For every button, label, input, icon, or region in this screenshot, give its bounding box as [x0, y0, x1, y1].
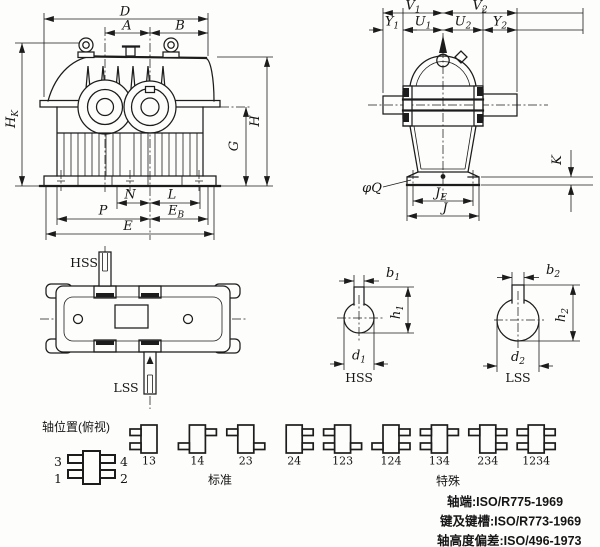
dim-label-je: JE — [432, 186, 447, 203]
side-dome-inner — [415, 61, 471, 87]
variant-label-14: 14 — [190, 455, 204, 468]
ref-pos4-label: 4 — [120, 454, 128, 469]
dim-label-j: J — [439, 201, 448, 216]
dim-label-b: B — [174, 19, 185, 34]
shaft-position-variant-234: 234 — [467, 424, 508, 468]
lss-shaft-stub — [482, 89, 518, 121]
lifting-ring-icon — [436, 53, 450, 68]
cooling-fins — [63, 133, 198, 176]
dim-label-hk: HK — [4, 109, 21, 129]
shaft-positions-title: 轴位置(俯视) — [42, 419, 110, 434]
side-view: V1 V2 Y1 U1 U2 Y2 K φQ — [362, 0, 593, 221]
hss-shaft-section: b1 h1 d1 HSS — [330, 266, 414, 385]
variant-label-13: 13 — [142, 455, 156, 468]
dim-label-k: K — [550, 154, 565, 166]
dim-label-u1: U1 — [415, 15, 432, 32]
lss-section-label: LSS — [505, 370, 530, 385]
breather-plug — [125, 46, 136, 57]
dowel-left — [72, 313, 84, 325]
hss-shaft-plan — [98, 251, 112, 287]
shaft-position-variant-14: 14 — [177, 424, 218, 468]
standards-notes: 轴端:ISO/R775-1969 键及键槽:ISO/R773-1969 轴高度偏… — [437, 494, 582, 547]
hss-plan-label: HSS — [70, 255, 98, 270]
keyway-mark — [144, 85, 156, 94]
ref-pos1-label: 1 — [54, 471, 62, 486]
lower-housing — [56, 106, 204, 177]
ref-pos3-label: 3 — [54, 454, 62, 469]
front-view: D A B HK H G N L P EB E — [4, 5, 273, 240]
dim-label-a: A — [121, 19, 131, 34]
side-dome-outer — [409, 55, 477, 87]
dowel-right — [182, 313, 194, 325]
dim-label-v1: V1 — [405, 0, 420, 16]
shaft-position-variant-1234: 1234 — [516, 424, 557, 468]
dim-label-g: G — [227, 141, 242, 151]
dim-label-v2: V2 — [472, 0, 487, 16]
note-shaft-ends: 轴端:ISO/R775-1969 — [447, 494, 563, 509]
variant-label-234: 234 — [477, 455, 498, 468]
cover-top-plate — [91, 55, 208, 60]
vent-cap-icon — [439, 35, 447, 53]
dim-label-u2: U2 — [455, 15, 472, 32]
note-shaft-height: 轴高度偏差:ISO/496-1973 — [437, 533, 582, 547]
dim-label-e: E — [122, 219, 133, 234]
left-eyebolt-icon — [77, 37, 95, 59]
shaft-position-variant-23: 23 — [225, 424, 266, 468]
anchor-bolt-centerlines — [60, 170, 200, 191]
dim-label-l: L — [167, 188, 177, 203]
dim-label-d2: d2 — [511, 350, 525, 367]
top-view: HSS LSS — [40, 246, 248, 409]
dim-label-eb: EB — [167, 204, 185, 221]
lss-keyway — [511, 284, 525, 304]
dim-label-d: D — [119, 5, 131, 20]
phi-q-leader — [382, 179, 412, 188]
dim-label-y2: Y2 — [493, 15, 508, 32]
dim-label-h: H — [248, 115, 263, 128]
dim-label-y1: Y1 — [385, 15, 399, 32]
dim-label-h1: h1 — [389, 305, 406, 319]
lss-bearing-boss — [123, 80, 177, 134]
lss-plan-label: LSS — [113, 380, 138, 395]
drain-dot — [440, 174, 446, 179]
hss-keyway — [353, 286, 365, 306]
note-keys-keyways: 键及键槽:ISO/R773-1969 — [439, 514, 581, 529]
cover-ribs — [84, 65, 167, 95]
dim-label-b1: b1 — [386, 266, 400, 283]
shaft-position-variant-123: 123 — [322, 424, 363, 468]
hss-shaft-stub — [382, 91, 404, 119]
variant-label-123: 123 — [332, 455, 353, 468]
shaft-position-variant-24: 24 — [285, 424, 315, 468]
variant-label-1234: 1234 — [522, 455, 550, 468]
shaft-position-reference: 3 4 1 2 — [54, 450, 128, 486]
foot-bolt-centerlines — [412, 170, 474, 190]
variant-label-134: 134 — [429, 455, 450, 468]
dim-label-d1: d1 — [352, 349, 366, 366]
hss-section-label: HSS — [345, 370, 373, 385]
center-block — [114, 304, 149, 329]
shaft-position-variant-124: 124 — [371, 424, 411, 468]
joint-flange-lines — [401, 98, 485, 112]
standard-group-label: 标准 — [208, 473, 232, 487]
variant-label-23: 23 — [239, 455, 253, 468]
shaft-position-variant-134: 134 — [419, 424, 460, 468]
dim-label-b2: b2 — [546, 263, 560, 280]
ref-pos2-label: 2 — [120, 471, 128, 486]
shaft-position-variants: 13 14 23 24 123 124 134 234 1234 — [129, 424, 557, 468]
oil-filler-icon — [454, 50, 468, 64]
dim-label-n: N — [123, 188, 136, 203]
dim-label-p: P — [98, 204, 108, 219]
shaft-position-variant-13: 13 — [129, 424, 158, 468]
variant-label-124: 124 — [381, 455, 402, 468]
mounting-base — [38, 170, 222, 191]
lss-shaft-plan — [143, 351, 157, 395]
dim-label-phi-q: φQ — [362, 181, 382, 196]
right-eyebolt-icon — [162, 37, 180, 59]
bearing-caps — [93, 285, 162, 353]
variant-label-24: 24 — [287, 455, 301, 468]
lss-shaft-section: b2 h2 d2 LSS — [483, 263, 580, 385]
special-group-label: 特殊 — [436, 473, 460, 488]
dim-label-h2: h2 — [554, 308, 571, 322]
